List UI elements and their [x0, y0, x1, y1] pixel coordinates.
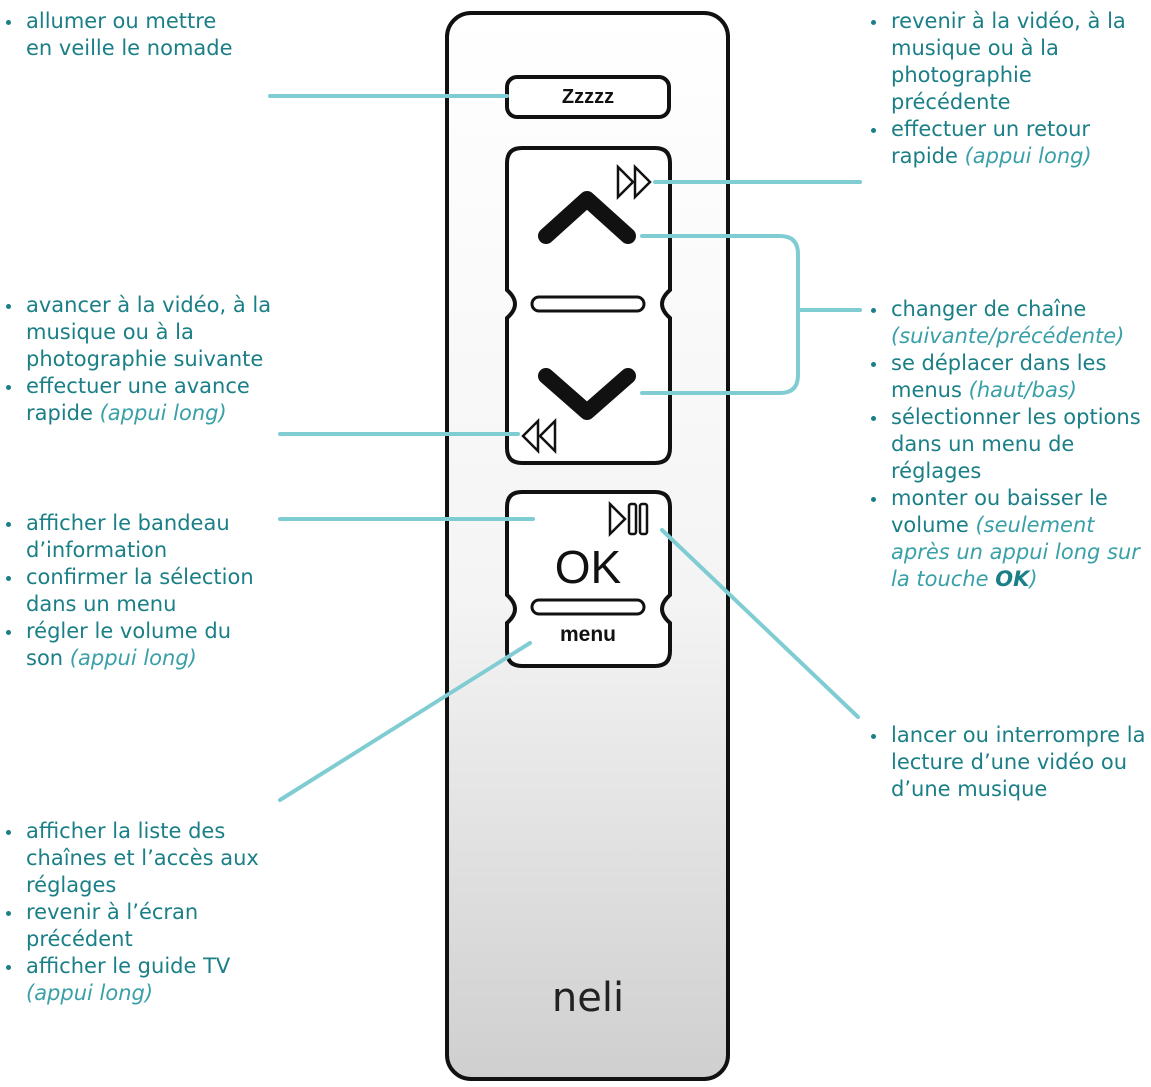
callout-item: monter ou baisser le volume (seulement a… — [867, 485, 1149, 593]
callout-item: lancer ou interrompre la lecture d’une v… — [867, 722, 1149, 803]
callout-item-text: régler le volume du son — [26, 619, 232, 670]
play-pause-icon — [608, 500, 649, 538]
callout-item-text: monter ou baisser le volume — [891, 486, 1108, 537]
callout-item-note: (haut/bas) — [968, 378, 1077, 402]
callout-item-note: (appui long) — [69, 646, 197, 670]
callout-item: revenir à l’écran précédent — [2, 899, 274, 953]
callout-item-note-key: OK — [995, 567, 1030, 591]
chevron-up-icon — [538, 191, 636, 244]
leader-play — [660, 528, 860, 719]
ok-divider — [530, 598, 646, 616]
rocker-divider — [530, 295, 646, 313]
callout-item-text: sélectionner les options dans un menu de… — [891, 405, 1141, 483]
callout-item-text: changer de chaîne — [891, 297, 1087, 321]
callout-item: effectuer une avance rapide (appui long) — [2, 373, 292, 427]
callout-item-text: afficher le bandeau d’information — [26, 511, 230, 562]
callout-previous: revenir à la vidéo, à la musique ou à la… — [867, 8, 1149, 170]
callout-item: revenir à la vidéo, à la musique ou à la… — [867, 8, 1149, 116]
callout-item-text: lancer ou interrompre la lecture d’une v… — [891, 723, 1146, 801]
callout-item-note: (suivante/précédente) — [891, 324, 1125, 348]
callout-item-note: (appui long) — [964, 144, 1092, 168]
callout-item: allumer ou mettre en veille le nomade — [2, 8, 242, 62]
callout-item: sélectionner les options dans un menu de… — [867, 404, 1149, 485]
sleep-button-label: Zzzzz — [561, 86, 615, 108]
fast-forward-icon — [616, 163, 652, 201]
callout-item: afficher la liste des chaînes et l’accès… — [2, 818, 274, 899]
callout-sleep: allumer ou mettre en veille le nomade — [2, 8, 242, 62]
rewind-icon — [521, 417, 557, 455]
callout-channel: changer de chaîne (suivante/précédente)s… — [867, 296, 1149, 593]
brand-logo: neli — [551, 975, 625, 1021]
chevron-down-icon — [538, 368, 636, 420]
callout-item-text: revenir à l’écran précédent — [26, 900, 199, 951]
callout-menu: afficher la liste des chaînes et l’accès… — [2, 818, 274, 1007]
callout-item-note: (appui long) — [99, 401, 227, 425]
callout-item-note-end: ) — [1029, 567, 1038, 591]
callout-item-text: afficher la liste des chaînes et l’accès… — [26, 819, 259, 897]
callout-item: afficher le guide TV (appui long) — [2, 953, 274, 1007]
callout-item: régler le volume du son (appui long) — [2, 618, 272, 672]
callout-item-text: avancer à la vidéo, à la musique ou à la… — [26, 293, 272, 371]
leader-lines — [268, 94, 862, 802]
callout-item-text: afficher le guide TV — [26, 954, 231, 978]
callout-item: effectuer un retour rapide (appui long) — [867, 116, 1149, 170]
callout-item-note: (seulement après un appui long sur la to… — [891, 513, 1140, 591]
callout-item: se déplacer dans les menus (haut/bas) — [867, 350, 1149, 404]
callout-item: afficher le bandeau d’information — [2, 510, 272, 564]
callout-item-text: allumer ou mettre en veille le nomade — [26, 9, 233, 60]
callout-item-text: se déplacer dans les menus — [891, 351, 1107, 402]
callout-item: changer de chaîne (suivante/précédente) — [867, 296, 1149, 350]
leader-menu — [278, 641, 532, 802]
callout-item: confirmer la sélection dans un menu — [2, 564, 272, 618]
menu-label: menu — [559, 623, 616, 646]
callout-item-text: effectuer une avance rapide — [26, 374, 250, 425]
callout-next: avancer à la vidéo, à la musique ou à la… — [2, 292, 292, 427]
ok-label: OK — [554, 541, 622, 593]
leader-channel — [640, 234, 800, 395]
callout-item: avancer à la vidéo, à la musique ou à la… — [2, 292, 292, 373]
ok-menu-button[interactable] — [505, 490, 672, 668]
callout-item-text: confirmer la sélection dans un menu — [26, 565, 254, 616]
callout-item-note: (appui long) — [26, 981, 154, 1005]
callout-item-text: effectuer un retour rapide — [891, 117, 1091, 168]
callout-item-text: revenir à la vidéo, à la musique ou à la… — [891, 9, 1126, 114]
callout-play: lancer ou interrompre la lecture d’une v… — [867, 722, 1149, 803]
